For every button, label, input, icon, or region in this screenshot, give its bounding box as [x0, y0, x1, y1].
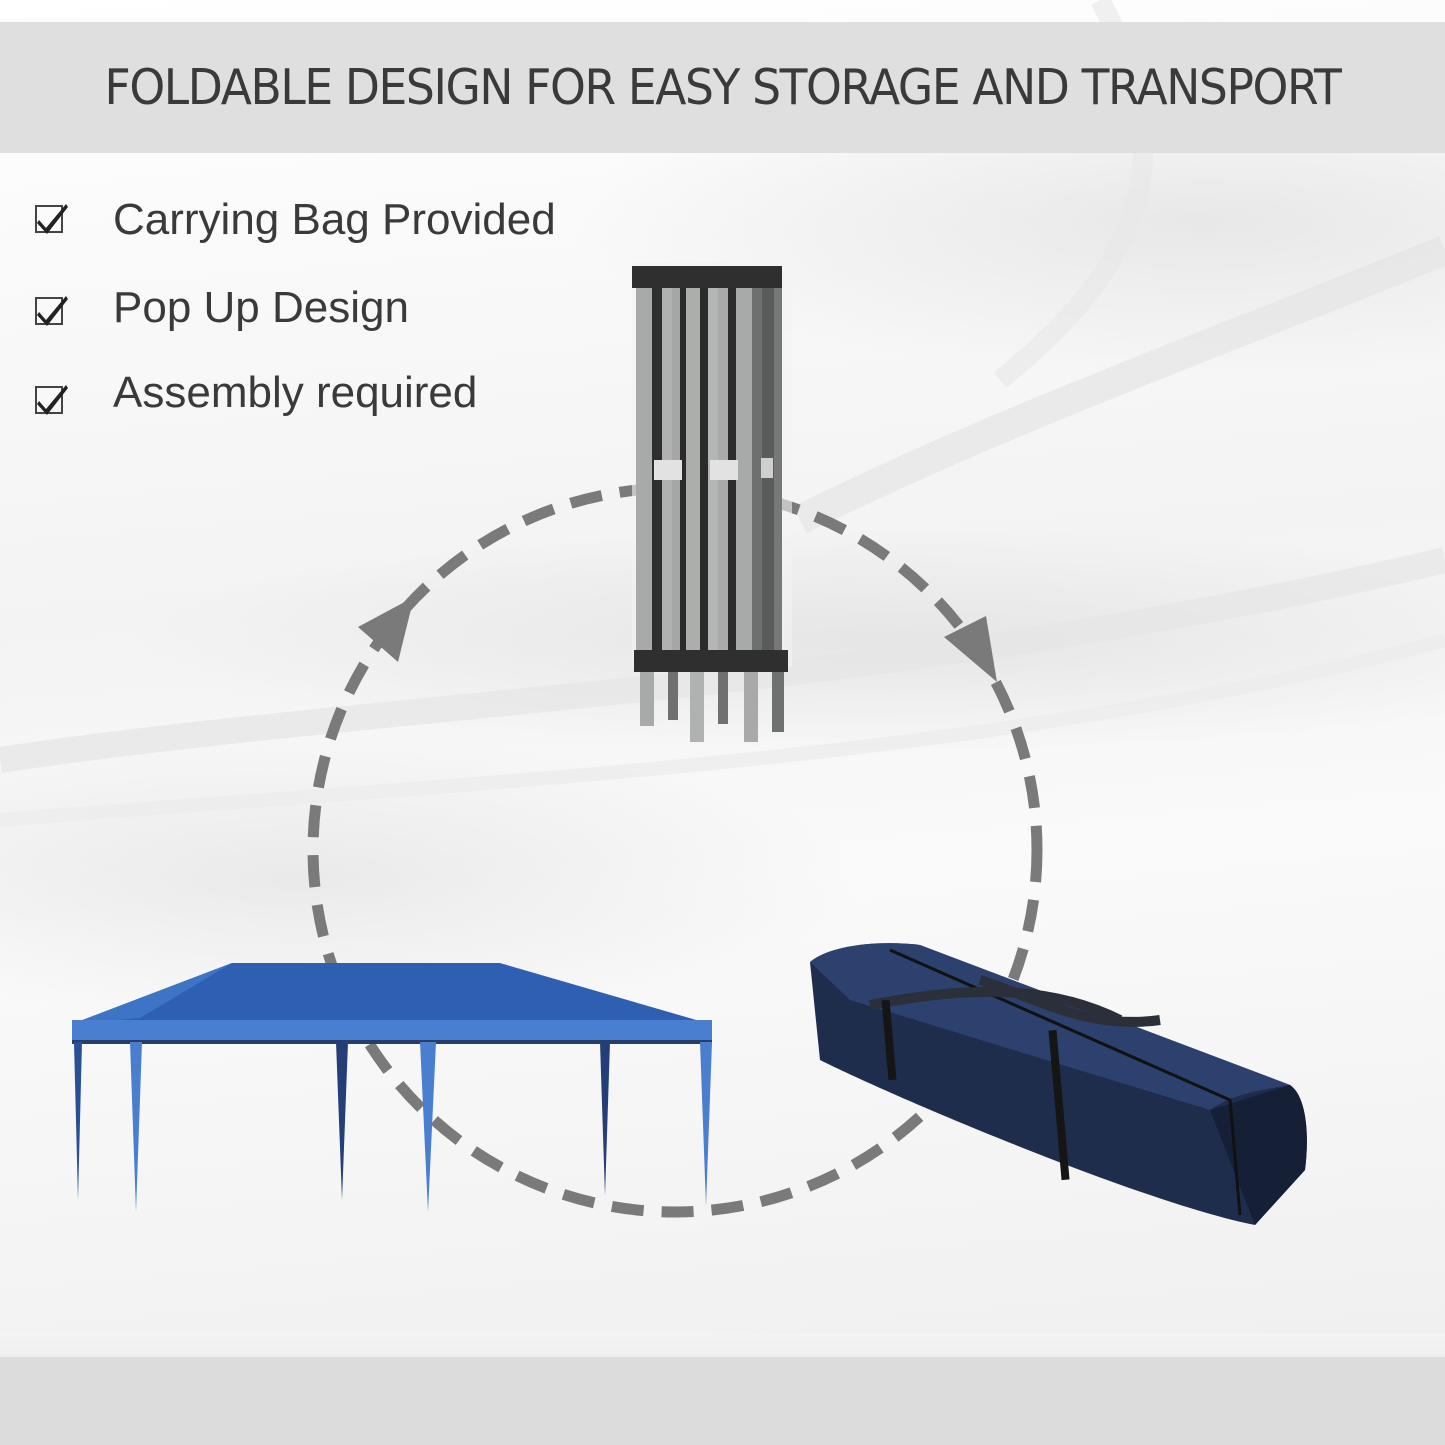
footer-banner — [0, 1333, 1445, 1445]
checkbox-checked-icon — [35, 296, 68, 326]
arrow-down-icon — [944, 616, 997, 682]
checkbox-checked-icon — [35, 385, 68, 415]
checkbox-checked-icon — [35, 204, 68, 234]
feature-label: Pop Up Design — [113, 283, 409, 332]
gazebo-image — [72, 963, 712, 1212]
header-banner: FOLDABLE DESIGN FOR EASY STORAGE AND TRA… — [0, 22, 1445, 153]
feature-label: Assembly required — [113, 368, 478, 417]
feature-label: Carrying Bag Provided — [113, 195, 556, 244]
carrying-bag-image — [810, 943, 1307, 1225]
folded-frame-image — [632, 262, 792, 742]
page-title: FOLDABLE DESIGN FOR EASY STORAGE AND TRA… — [104, 59, 1342, 116]
arrow-up-right-icon — [358, 597, 414, 662]
